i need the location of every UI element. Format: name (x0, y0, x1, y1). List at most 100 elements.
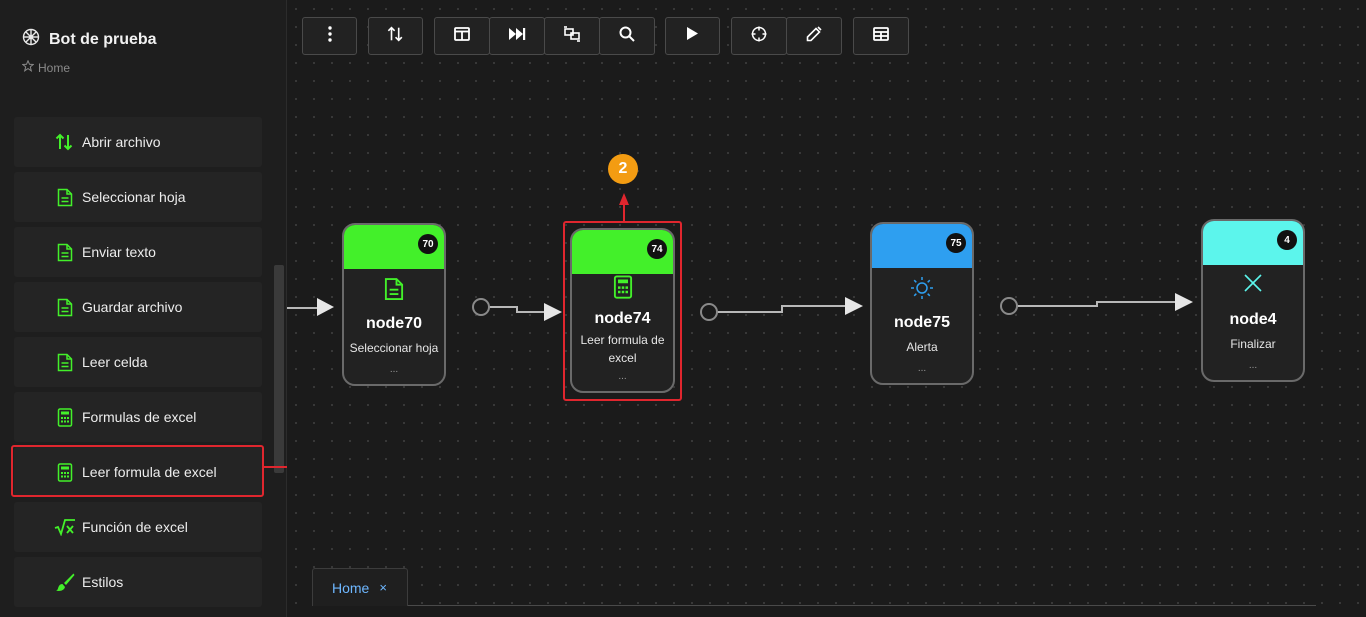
flow-canvas[interactable]: 70 node70 Seleccionar hoja ... 74 node74… (287, 0, 1366, 617)
vertical-dots-icon (327, 25, 332, 47)
sidebar-item-label: Enviar texto (82, 244, 156, 260)
sidebar-item-enviar-texto[interactable]: Enviar texto (14, 227, 262, 277)
edge-node70-node74 (489, 303, 562, 321)
node-subtitle: Alerta (906, 340, 938, 354)
table-view-button[interactable] (853, 17, 909, 55)
close-icon (1203, 273, 1303, 293)
flow-node-node75[interactable]: 75 node75 Alerta ... (870, 222, 974, 385)
sidebar-item-seleccionar-hoja[interactable]: Seleccionar hoja (14, 172, 262, 222)
node-id-badge: 70 (418, 234, 438, 254)
edge-node75-node4 (1017, 293, 1193, 311)
more-options-button[interactable] (302, 17, 357, 55)
tab-bar-divider (312, 605, 1316, 606)
layout-button[interactable] (434, 17, 490, 55)
square-root-icon (54, 516, 76, 538)
sort-arrows-icon (54, 131, 76, 153)
callout-arrow-2 (619, 193, 629, 221)
highlight-node74 (563, 221, 682, 401)
node-subtitle: Finalizar (1230, 337, 1276, 351)
sidebar-item-label: Seleccionar hoja (82, 189, 186, 205)
calculator-icon (572, 275, 673, 299)
sidebar-item-leer-formula-de-excel[interactable]: Leer formula de excel (14, 447, 262, 497)
run-button[interactable] (665, 17, 720, 55)
sidebar-item-label: Abrir archivo (82, 134, 161, 150)
rearrange-button[interactable] (544, 17, 600, 55)
edge-node74-node75 (717, 297, 863, 315)
document-icon (54, 296, 76, 318)
app-brand: Bot de prueba (22, 28, 157, 51)
sort-arrows-icon (387, 25, 405, 48)
node-id-badge: 4 (1277, 230, 1297, 250)
calculator-icon (54, 406, 76, 428)
transform-icon (563, 25, 581, 47)
search-icon (619, 26, 635, 47)
sidebar-item-label: Estilos (82, 574, 124, 590)
node-title: node70 (365, 315, 422, 332)
sidebar-item-funcion-de-excel[interactable]: Función de excel (14, 502, 262, 552)
node-more[interactable]: ... (1248, 360, 1258, 371)
tab-close-icon[interactable]: × (379, 580, 387, 595)
pick-button[interactable] (786, 17, 842, 55)
connector-layer (287, 193, 1193, 321)
target-button[interactable] (731, 17, 787, 55)
sidebar-item-abrir-archivo[interactable]: Abrir archivo (14, 117, 262, 167)
node-more[interactable]: ... (618, 371, 627, 382)
document-icon (344, 277, 444, 301)
node-header: 75 (872, 224, 972, 268)
node-title: node74 (594, 310, 651, 327)
sun-icon (872, 276, 972, 300)
flow-node-node4[interactable]: 4 node4 Finalizar ... (1201, 219, 1305, 382)
node75-output-port[interactable] (1000, 297, 1018, 315)
edge-into-node70 (287, 298, 334, 316)
node-id-badge: 75 (946, 233, 966, 253)
node-title: node4 (1229, 311, 1277, 328)
brush-icon (54, 571, 76, 593)
node74-output-port[interactable] (700, 303, 718, 321)
step-forward-button[interactable] (489, 17, 545, 55)
calculator-icon (54, 461, 76, 483)
sidebar-item-label: Leer celda (82, 354, 148, 370)
crosshair-icon (751, 26, 767, 47)
node-more[interactable]: ... (389, 364, 399, 375)
callout-badge-2: 2 (608, 154, 638, 184)
flow-node-node74[interactable]: 74 node74 Leer formula de excel ... (570, 228, 675, 393)
node-header: 74 (572, 230, 673, 274)
sidebar-item-formulas-de-excel[interactable]: Formulas de excel (14, 392, 262, 442)
sidebar-item-estilos[interactable]: Estilos (14, 557, 262, 607)
node-more[interactable]: ... (917, 363, 927, 374)
node-id-badge: 74 (647, 239, 667, 259)
node-subtitle: Leer formula de excel (580, 333, 665, 365)
breadcrumb-label: Home (38, 60, 71, 75)
fast-forward-icon (508, 27, 526, 46)
play-icon (686, 26, 699, 46)
sidebar: Bot de prueba Home Abrir archivo Selecci… (0, 0, 287, 617)
tab-home[interactable]: Home × (312, 568, 408, 606)
tab-label: Home (332, 579, 370, 596)
sidebar-item-label: Función de excel (82, 519, 188, 535)
node-header: 4 (1203, 221, 1303, 265)
search-button[interactable] (599, 17, 655, 55)
flow-node-node70[interactable]: 70 node70 Seleccionar hoja ... (342, 223, 446, 386)
app-title: Bot de prueba (49, 30, 157, 48)
star-icon (21, 59, 35, 75)
sidebar-item-label: Guardar archivo (82, 299, 183, 315)
node-subtitle: Seleccionar hoja (349, 341, 439, 355)
node-header: 70 (344, 225, 444, 269)
split-panel-icon (454, 26, 470, 46)
node-title: node75 (893, 314, 950, 331)
document-icon (54, 351, 76, 373)
sort-button[interactable] (368, 17, 423, 55)
sidebar-item-guardar-archivo[interactable]: Guardar archivo (14, 282, 262, 332)
eyedropper-icon (806, 25, 822, 47)
sidebar-item-label: Formulas de excel (82, 409, 197, 425)
highlight-sidebar-item (11, 445, 264, 497)
document-icon (54, 186, 76, 208)
node70-output-port[interactable] (472, 298, 490, 316)
breadcrumb-home[interactable]: Home (21, 59, 71, 75)
sidebar-scrollbar[interactable] (274, 265, 284, 473)
wheel-icon (22, 28, 40, 51)
document-icon (54, 241, 76, 263)
sidebar-item-leer-celda[interactable]: Leer celda (14, 337, 262, 387)
sidebar-item-label: Leer formula de excel (82, 464, 217, 480)
table-icon (873, 26, 889, 46)
